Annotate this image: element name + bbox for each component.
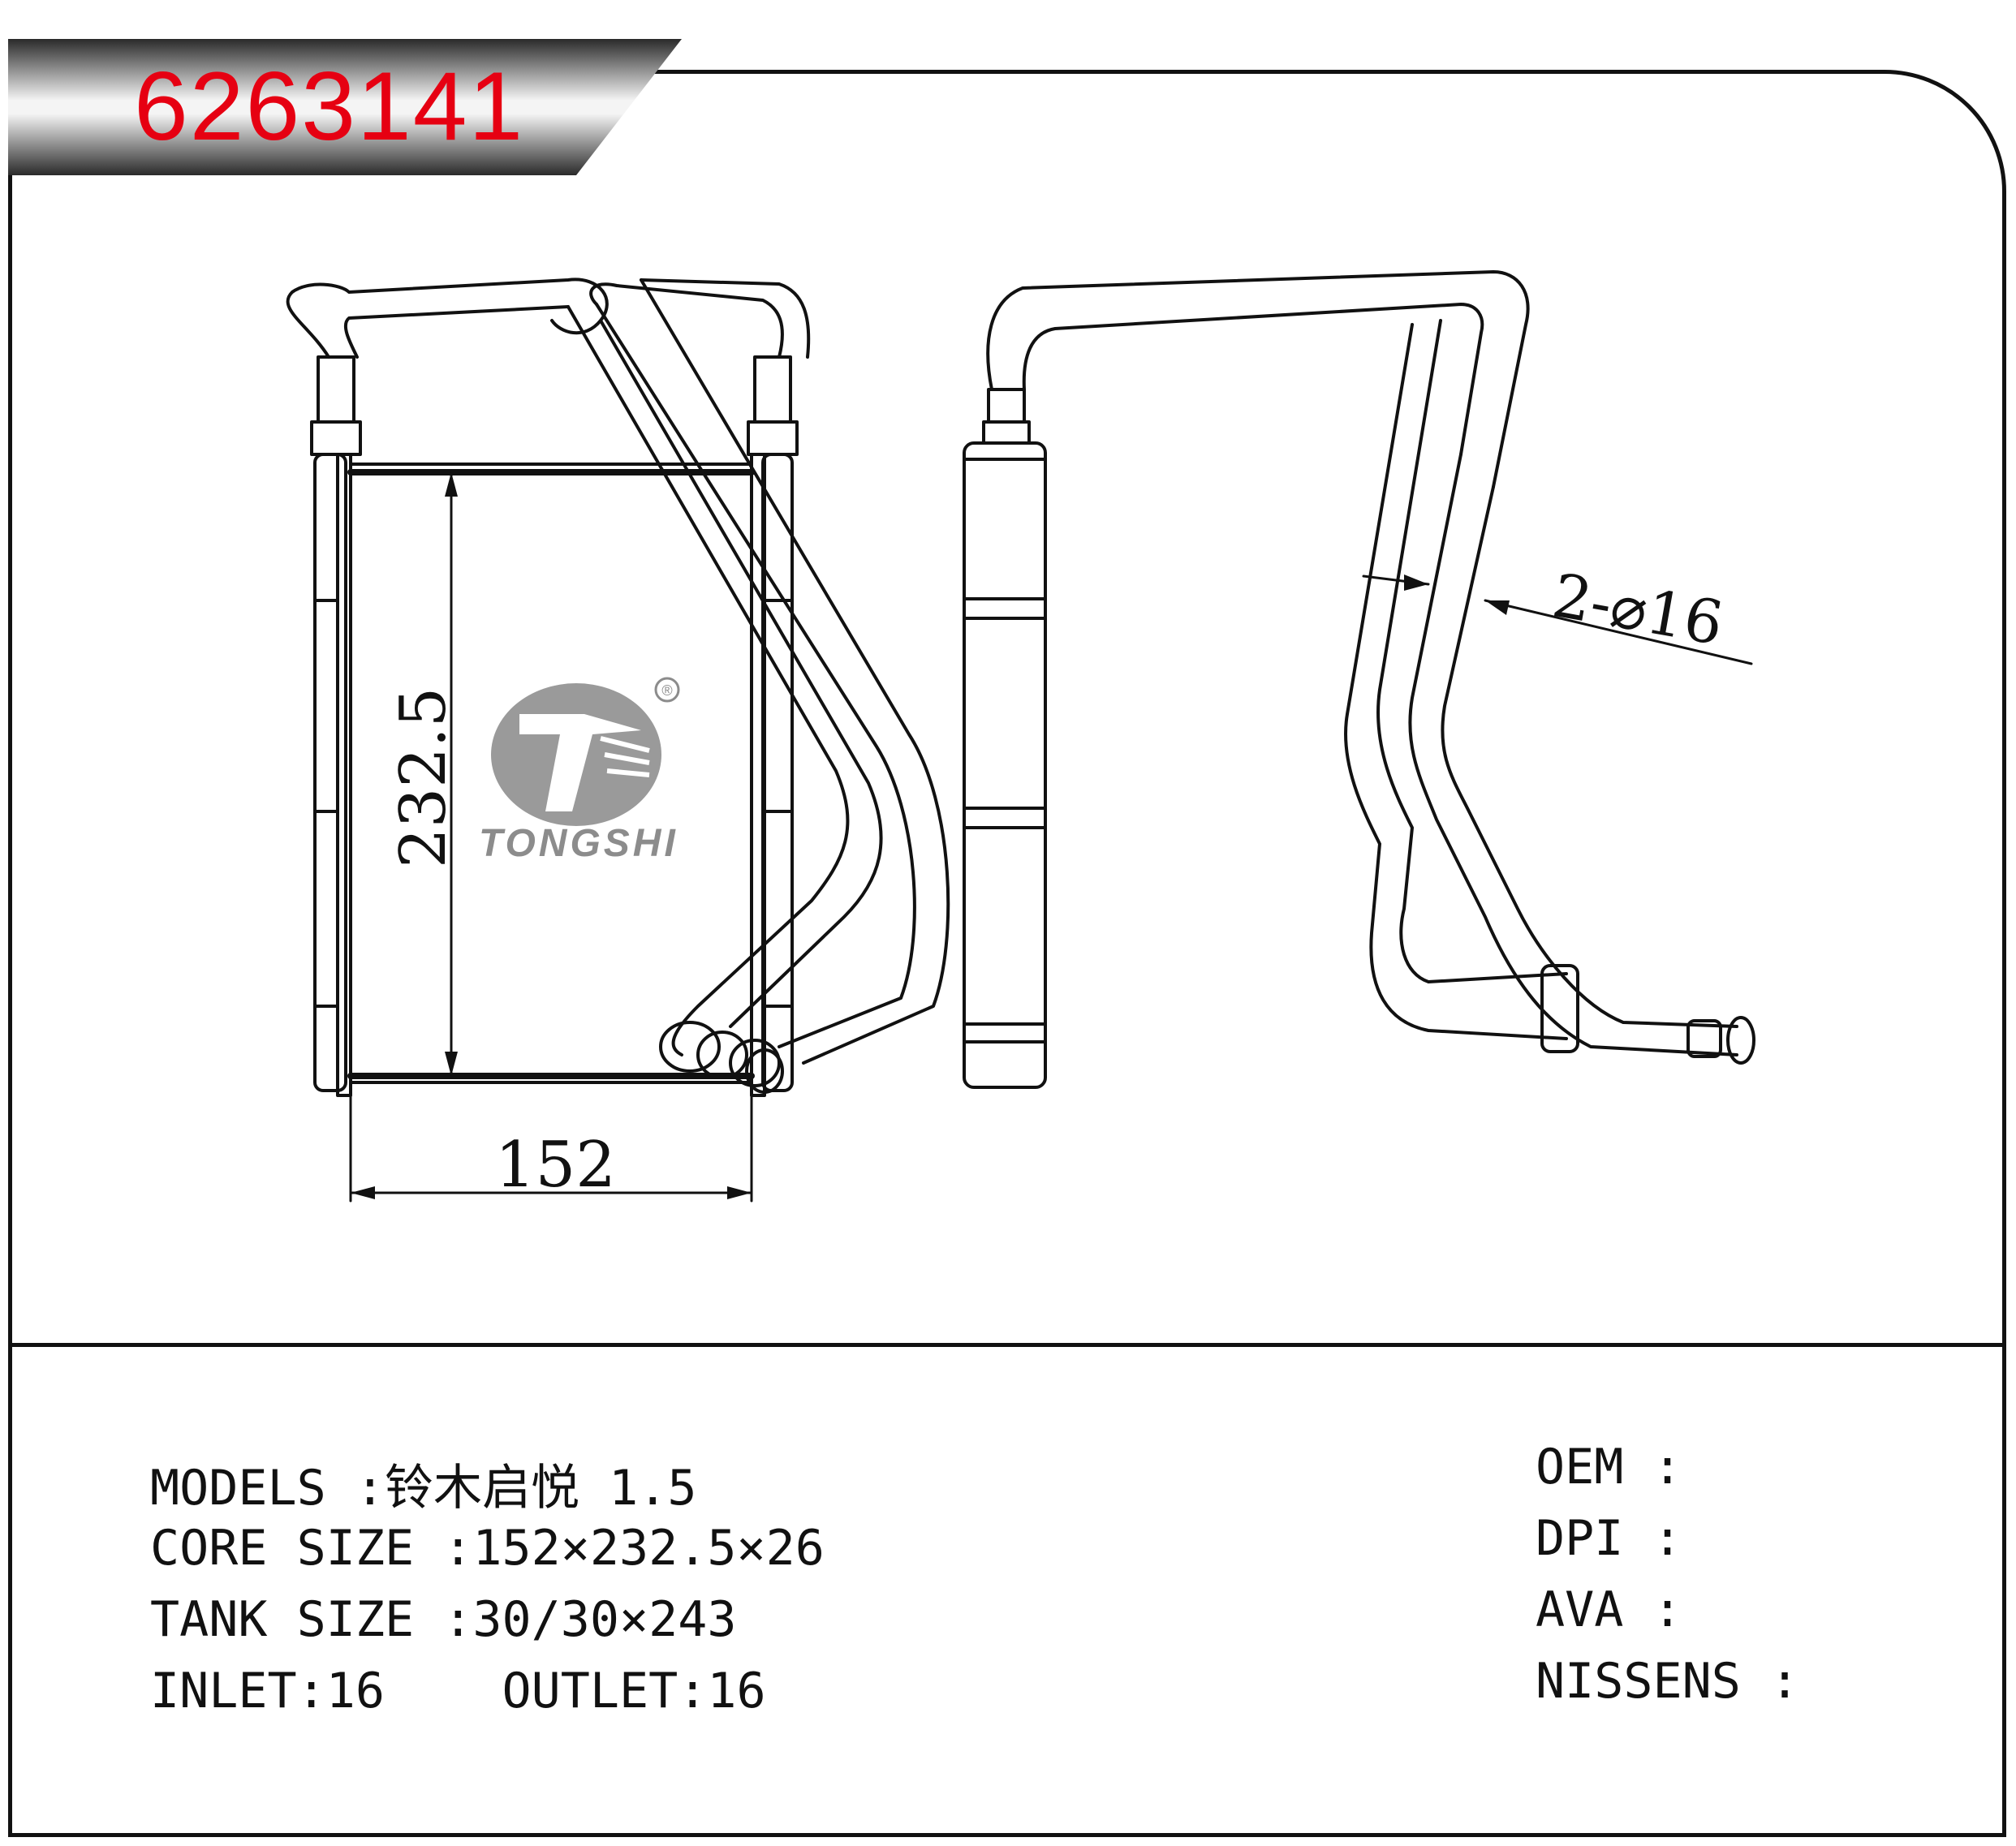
height-dimension xyxy=(445,471,458,1078)
height-dimension-label: 232.5 xyxy=(387,687,460,868)
side-tank xyxy=(963,441,1047,1089)
inlet-label: INLET xyxy=(150,1663,297,1719)
part-number-banner xyxy=(8,39,682,175)
xref-nissens-label: NISSENS xyxy=(1536,1653,1741,1710)
xref-nissens: NISSENS : xyxy=(1536,1653,1799,1710)
outlet-label: OUTLET xyxy=(502,1663,678,1719)
xref-oem: OEM : xyxy=(1536,1439,1682,1495)
right-tank xyxy=(761,453,794,1092)
part-number: 6263141 xyxy=(134,52,525,161)
core-size-line: CORE SIZE :152×232.5×26 xyxy=(150,1520,825,1577)
xref-dpi-label: DPI xyxy=(1536,1510,1624,1567)
xref-oem-label: OEM xyxy=(1536,1439,1624,1495)
left-tank xyxy=(313,453,347,1092)
tongshi-logo: ® TONGSHI xyxy=(479,677,680,865)
front-pipe-top xyxy=(286,278,609,359)
xref-ava: AVA : xyxy=(1536,1581,1682,1638)
width-dimension xyxy=(349,1086,753,1203)
tank-size-line: TANK SIZE :30/30×243 xyxy=(150,1591,736,1648)
xref-ava-sep: : xyxy=(1652,1581,1682,1638)
core-size-value: :152×232.5×26 xyxy=(443,1520,825,1577)
tank-size-label: TANK SIZE xyxy=(150,1591,415,1648)
section-divider xyxy=(8,1343,2006,1347)
side-pipe-down xyxy=(1441,485,1738,1028)
width-dimension-label: 152 xyxy=(495,1129,616,1202)
xref-dpi-sep: : xyxy=(1652,1510,1682,1567)
technical-drawing: 232.5 152 2-⌀16 ® TONGSHI xyxy=(286,270,1755,1203)
xref-nissens-sep: : xyxy=(1770,1653,1800,1710)
front-pipe-diagonal xyxy=(566,305,850,1056)
pipe-callout-leader xyxy=(1362,574,1753,665)
inlet-outlet-line: INLET:16 OUTLET:16 xyxy=(150,1663,766,1719)
tank-size-value: :30/30×243 xyxy=(443,1591,737,1648)
inlet-value: :16 xyxy=(296,1663,385,1719)
sheet-frame xyxy=(8,70,2006,1837)
xref-oem-sep: : xyxy=(1652,1439,1682,1495)
registered-mark: ® xyxy=(661,682,672,699)
side-view xyxy=(963,270,1755,1089)
xref-dpi: DPI : xyxy=(1536,1510,1682,1567)
side-pipe-top xyxy=(986,270,1530,488)
outlet-value: :16 xyxy=(678,1663,766,1719)
models-value: :铃木启悦 1.5 xyxy=(355,1460,697,1517)
models-line: MODELS :铃木启悦 1.5 xyxy=(150,1448,697,1519)
front-view xyxy=(286,278,950,1097)
pipe-diameter-callout: 2-⌀16 xyxy=(1548,561,1729,659)
xref-ava-label: AVA xyxy=(1536,1581,1624,1638)
models-label: MODELS xyxy=(150,1460,326,1517)
logo-text: TONGSHI xyxy=(479,822,678,865)
core-size-label: CORE SIZE xyxy=(150,1520,415,1577)
